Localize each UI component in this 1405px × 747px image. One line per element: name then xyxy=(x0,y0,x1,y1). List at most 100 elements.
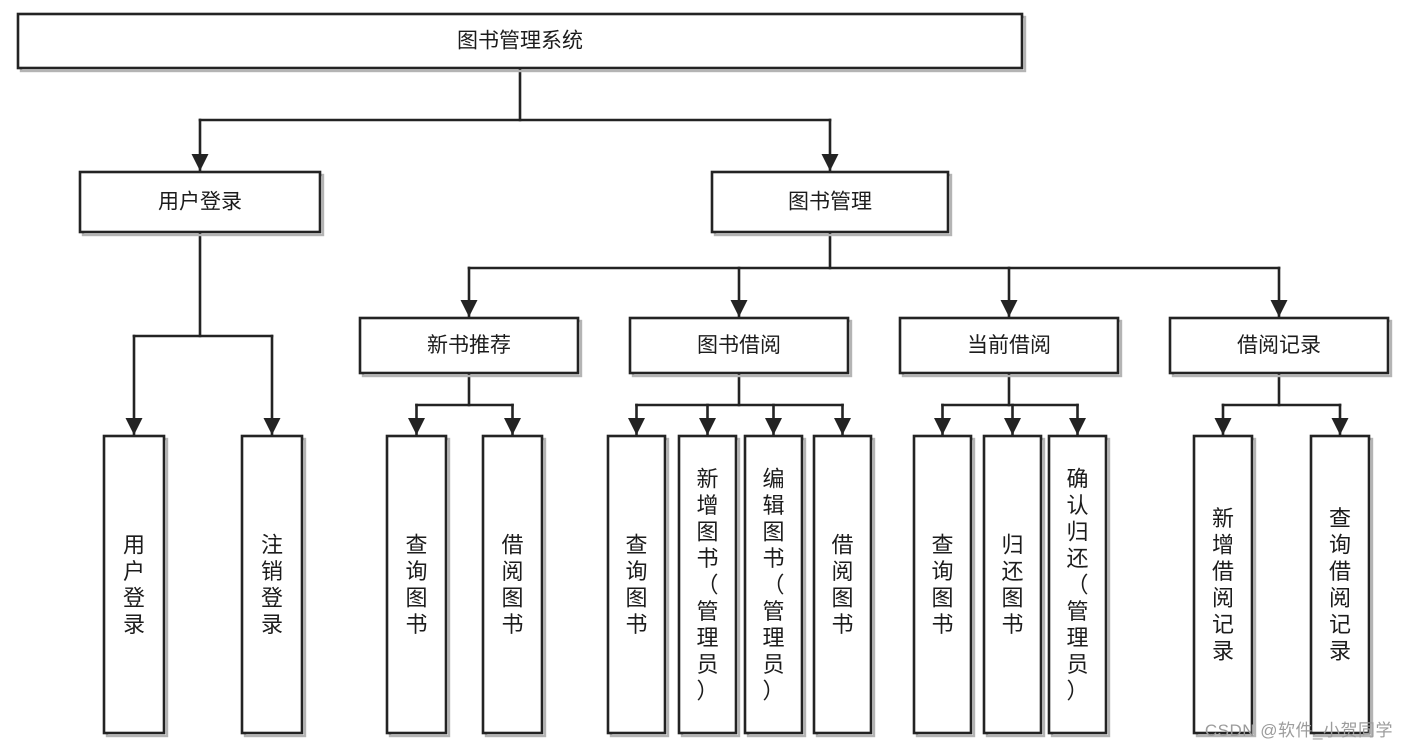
node-label-char: 认 xyxy=(1066,493,1088,518)
node-label-char: 还 xyxy=(1001,559,1023,584)
node-label-char: 查 xyxy=(931,533,953,558)
node-box xyxy=(628,316,850,375)
node-label-char: 书 xyxy=(1001,612,1023,637)
node-label-char: 借 xyxy=(501,533,523,558)
node-label: 新书推荐 xyxy=(427,334,511,357)
node-box xyxy=(677,434,738,735)
edge-arrow-head xyxy=(730,300,748,317)
node-label-char: 理 xyxy=(762,625,784,650)
node-label-char: 查 xyxy=(1329,506,1351,531)
node-label-char: 阅 xyxy=(831,559,853,584)
edge-arrow-head xyxy=(699,418,716,435)
node-label-char: 注 xyxy=(261,533,283,558)
node-box xyxy=(16,12,1024,70)
node-book-borrow[interactable]: 图书借阅 xyxy=(628,316,853,378)
edge-arrow-head xyxy=(263,418,281,435)
node-label-char: 新 xyxy=(696,466,718,491)
node-label-char: 图 xyxy=(501,586,523,611)
node-label: 用户登录 xyxy=(158,191,242,214)
edge-arrow-head xyxy=(1214,418,1232,435)
node-box xyxy=(710,170,950,234)
node-label: 当前借阅 xyxy=(967,334,1051,357)
node-label-char: 户 xyxy=(123,559,145,584)
edge-arrow-head xyxy=(504,418,521,435)
node-box xyxy=(982,434,1043,735)
edge-arrow-head xyxy=(628,418,645,435)
edge-arrow-head xyxy=(460,300,478,317)
node-box xyxy=(812,434,873,735)
node-label-char: 登 xyxy=(123,586,145,611)
node-label-char: 书 xyxy=(405,612,427,637)
node-label-char: 书 xyxy=(696,546,718,571)
node-label-char: 辑 xyxy=(762,493,784,518)
node-label: 借阅记录 xyxy=(1237,334,1321,357)
node-label-char: 员 xyxy=(762,652,784,677)
node-leaf-user-login[interactable]: 用户登录 xyxy=(102,434,169,738)
node-label-char: 新 xyxy=(1212,506,1234,531)
edge-arrow-head xyxy=(1270,300,1288,317)
node-label-char: 编 xyxy=(762,466,784,491)
node-label-char: 管 xyxy=(762,599,784,624)
node-label-char: 归 xyxy=(1066,519,1088,544)
node-label-char: 图 xyxy=(405,586,427,611)
node-box xyxy=(102,434,166,735)
node-label-char: 用 xyxy=(123,533,145,558)
node-label-char: 录 xyxy=(1329,639,1351,664)
node-label-char: 员 xyxy=(696,652,718,677)
node-current-borrow[interactable]: 当前借阅 xyxy=(898,316,1123,378)
node-user-login[interactable]: 用户登录 xyxy=(78,170,325,237)
node-borrow-record[interactable]: 借阅记录 xyxy=(1168,316,1393,378)
edge-arrow-head xyxy=(1069,418,1086,435)
node-label-char: 确 xyxy=(1066,466,1088,491)
node-label-char: 理 xyxy=(696,625,718,650)
node-box xyxy=(1168,316,1390,375)
node-box xyxy=(606,434,667,735)
node-label-char: 登 xyxy=(261,586,283,611)
edge-arrow-head xyxy=(821,154,839,171)
node-label-char: 员 xyxy=(1066,652,1088,677)
edge-layer xyxy=(125,66,1349,437)
edge-arrow-head xyxy=(1331,418,1349,435)
node-label-char: （ xyxy=(762,572,784,597)
node-label-char: 归 xyxy=(1001,533,1023,558)
node-box xyxy=(481,434,544,735)
node-new-book-recommend[interactable]: 新书推荐 xyxy=(358,316,583,378)
node-box xyxy=(385,434,448,735)
node-label-char: 借 xyxy=(1329,559,1351,584)
node-label-char: 询 xyxy=(931,559,953,584)
node-label-char: 阅 xyxy=(1212,586,1234,611)
edge-arrow-head xyxy=(765,418,782,435)
node-box xyxy=(78,170,322,234)
node-box xyxy=(898,316,1120,375)
node-book-manage[interactable]: 图书管理 xyxy=(710,170,953,237)
node-label: 图书管理系统 xyxy=(457,30,583,53)
node-label-char: 管 xyxy=(1066,599,1088,624)
node-label-char: 阅 xyxy=(1329,586,1351,611)
node-label-char: 记 xyxy=(1212,612,1234,637)
node-label-char: 录 xyxy=(261,612,283,637)
node-label-char: 记 xyxy=(1329,612,1351,637)
node-root[interactable]: 图书管理系统 xyxy=(16,12,1027,73)
node-label-char: 查 xyxy=(405,533,427,558)
node-label-char: 图 xyxy=(762,519,784,544)
node-label-char: ） xyxy=(1066,678,1088,703)
node-label-char: 管 xyxy=(696,599,718,624)
edge-arrow-head xyxy=(125,418,143,435)
node-box xyxy=(912,434,973,735)
node-layer: 图书管理系统用户登录图书管理新书推荐图书借阅当前借阅借阅记录用户登录注销登录查询… xyxy=(16,12,1393,738)
node-label-char: 阅 xyxy=(501,559,523,584)
edge-arrow-head xyxy=(834,418,851,435)
